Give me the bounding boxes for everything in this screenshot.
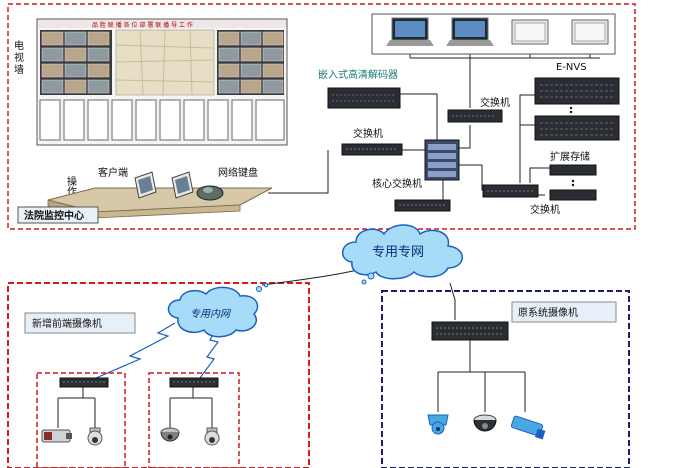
e-nvs-label: E-NVS: [556, 62, 587, 73]
private-network-cloud: 专用专网: [342, 224, 463, 285]
wall-thumbnail: [240, 47, 262, 62]
wall-thumbnail: [218, 47, 240, 62]
camera-group-left: [36, 372, 126, 468]
private-intranet-label: 专用内网: [190, 308, 232, 320]
console-desk: 操作台 客户端 网络键盘: [47, 166, 273, 219]
switch-left-label: 交换机: [353, 127, 383, 140]
wall-thumbnail: [240, 31, 262, 46]
wall-thumbnail: [218, 31, 240, 46]
core-switch-label: 核心交换机: [372, 177, 422, 190]
wall-cabinet-row: [39, 99, 285, 141]
switch-bottom-right: 交换机: [482, 184, 560, 216]
network-keyboard-icon: [196, 185, 224, 201]
legacy-switch: [431, 321, 509, 341]
court-center-label: 法院监控中心: [24, 209, 84, 222]
legacy-cameras-label-box: 原系统摄像机: [511, 301, 617, 323]
core-switch: 核心交换机: [372, 139, 460, 190]
camera-group-left-switch: [59, 377, 109, 388]
embedded-decoder: 嵌入式高清解码器: [318, 68, 401, 109]
wall-thumbnail: [64, 79, 87, 94]
wall-thumbnail-grid-right: [218, 31, 284, 94]
wall-thumbnail: [87, 79, 110, 94]
wall-thumbnail: [64, 47, 87, 62]
switch-bottom-middle: [394, 199, 451, 212]
box-camera-icon: [510, 415, 546, 440]
wall-thumbnail: [64, 31, 87, 46]
wall-thumbnail: [218, 63, 240, 78]
expansion-storage-label: 扩展存储: [550, 150, 590, 163]
client-displays-row: [371, 13, 616, 55]
monitor-icon: [511, 19, 549, 45]
camera-group-right-switch: [169, 377, 219, 388]
switch-bottom-right-label: 交换机: [530, 203, 560, 216]
wall-thumbnail: [218, 79, 240, 94]
dome-camera-icon: [204, 427, 220, 446]
wall-thumbnail: [41, 47, 64, 62]
monitor-icon: [171, 171, 194, 199]
wall-thumbnail: [41, 31, 64, 46]
wall-thumbnail: [262, 63, 284, 78]
wall-thumbnail: [64, 63, 87, 78]
switch-top-right-label: 交换机: [480, 96, 510, 109]
wireless-links: [95, 322, 220, 379]
expansion-storage: 扩展存储: [549, 150, 597, 201]
court-center-badge: 法院监控中心: [17, 206, 99, 224]
private-network-label: 专用专网: [372, 245, 424, 260]
private-intranet-cloud: 专用内网: [167, 282, 269, 338]
wall-thumbnail: [262, 31, 284, 46]
laptop-icon: [446, 17, 494, 46]
video-wall-banner: 品 胜 联 播 各 位 部 署 联 播 导 工 作: [92, 21, 193, 29]
monitoring-center-region: [7, 3, 636, 230]
speed-dome-camera-icon: [427, 414, 449, 435]
client-label: 客户端: [98, 166, 128, 179]
monitor-icon: [571, 19, 609, 45]
monitor-icon: [134, 171, 157, 199]
wall-thumbnail: [262, 47, 284, 62]
laptop-icon: [386, 17, 434, 46]
switch-top-right: 交换机: [447, 96, 510, 123]
wall-thumbnail: [87, 31, 110, 46]
e-nvs-stack: E-NVS: [534, 62, 620, 141]
wall-thumbnail: [240, 79, 262, 94]
new-cameras-label-box: 新增前端摄像机: [24, 312, 136, 334]
embedded-decoder-label: 嵌入式高清解码器: [318, 68, 398, 81]
wall-thumbnail: [41, 63, 64, 78]
network-keyboard-label: 网络键盘: [218, 166, 258, 179]
bullet-camera-icon: [41, 429, 72, 443]
dome-camera-icon: [473, 414, 497, 432]
city-map-roads: [115, 29, 215, 96]
new-cameras-label: 新增前端摄像机: [32, 317, 102, 330]
video-wall-label: 电视墙: [12, 39, 24, 76]
dome-camera-icon: [160, 427, 180, 442]
wall-thumbnail: [41, 79, 64, 94]
legacy-cameras-region: [381, 290, 630, 468]
wall-thumbnail: [87, 63, 110, 78]
switch-left: 交换机: [341, 127, 403, 156]
dome-camera-icon: [87, 427, 103, 446]
wall-thumbnail: [262, 79, 284, 94]
wall-thumbnail: [87, 47, 110, 62]
camera-group-right: [148, 372, 240, 468]
wall-thumbnail: [240, 63, 262, 78]
wall-thumbnail-grid-left: [41, 31, 110, 94]
legacy-cameras-label: 原系统摄像机: [518, 306, 578, 319]
